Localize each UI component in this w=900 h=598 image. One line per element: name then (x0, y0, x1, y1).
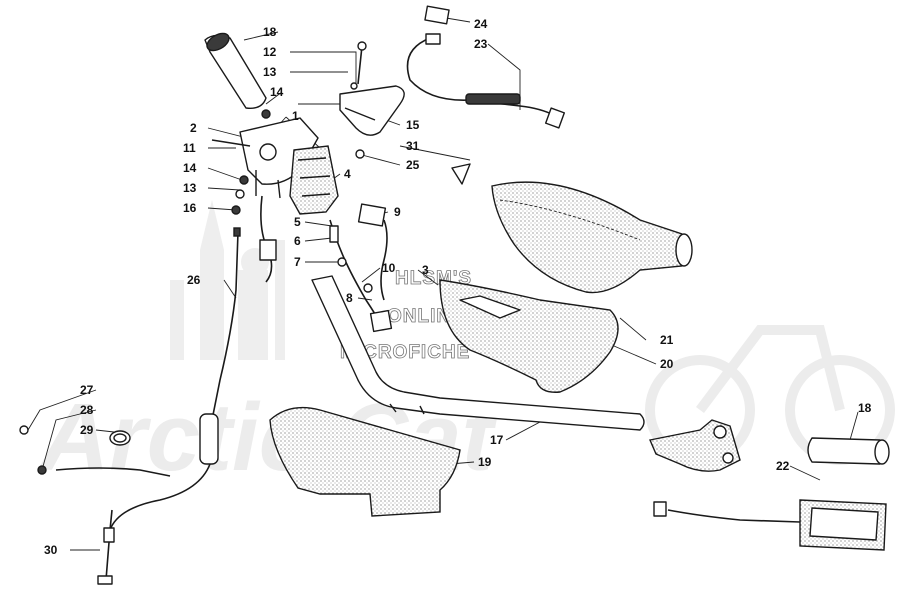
switch-wiring (259, 195, 393, 333)
cable-adjuster-30 (97, 509, 115, 585)
callout-19: 19 (478, 455, 492, 469)
callout-21: 21 (660, 333, 674, 347)
switch-housing (289, 145, 339, 215)
callout-4: 4 (344, 167, 351, 181)
callout-14b: 14 (183, 161, 197, 175)
callout-29: 29 (80, 423, 94, 437)
callout-10: 10 (382, 261, 396, 275)
washer-14 (239, 175, 249, 185)
washer-13 (235, 189, 245, 199)
throttle-cable-26 (55, 227, 241, 531)
callout-11: 11 (183, 141, 196, 155)
callout-13: 13 (263, 65, 277, 79)
nut-16 (231, 205, 241, 215)
watermark-line-3: MICROFICHE (340, 342, 470, 363)
cable-end-27 (19, 425, 47, 475)
callout-25: 25 (406, 158, 420, 172)
callout-20: 20 (660, 357, 674, 371)
left-hand-grip (204, 32, 267, 109)
lever-bolt (357, 41, 367, 85)
callout-8: 8 (346, 291, 353, 305)
callout-1: 1 (292, 109, 299, 123)
screw-25 (355, 149, 365, 159)
callout-30: 30 (44, 543, 58, 557)
callout-18: 18 (263, 25, 277, 39)
heater-wire-23 (406, 33, 566, 129)
callout-7: 7 (294, 255, 301, 269)
callout-14: 14 (270, 85, 284, 99)
spring-clip-29 (109, 430, 131, 446)
handlebar-pad-20 (439, 279, 619, 393)
watermark-skyline (170, 200, 285, 360)
callout-16: 16 (183, 201, 197, 215)
brake-lever (339, 85, 405, 136)
handlebar (311, 275, 645, 431)
callout-22: 22 (776, 459, 790, 473)
callout-18b: 18 (858, 401, 872, 415)
callout-31: 31 (406, 139, 420, 153)
callout-12: 12 (263, 45, 277, 59)
handlebar-pad-19 (269, 406, 461, 517)
lever-washer (350, 82, 358, 90)
callout-13b: 13 (183, 181, 197, 195)
callout-3: 3 (422, 263, 429, 277)
callout-17: 17 (490, 433, 504, 447)
callout-28: 28 (80, 403, 94, 417)
grip-heater-22 (653, 499, 887, 551)
callout-6: 6 (294, 234, 301, 248)
callout-24: 24 (474, 17, 488, 31)
callout-27: 27 (80, 383, 94, 397)
banjo-bolt-11 (211, 139, 251, 147)
cable-clip-31 (451, 163, 471, 185)
right-hand-grip (807, 437, 890, 465)
handlebar-pad-21 (491, 181, 693, 294)
callout-labels: 18 12 13 14 1 2 11 14 13 16 15 31 25 4 2… (44, 17, 872, 557)
callout-5: 5 (294, 215, 301, 229)
throttle-assembly (649, 419, 741, 472)
lever-nut-14 (261, 109, 271, 119)
callout-9: 9 (394, 205, 401, 219)
callout-23: 23 (474, 37, 488, 51)
callout-15: 15 (406, 118, 420, 132)
callout-26: 26 (187, 273, 201, 287)
plug-24 (424, 5, 450, 25)
callout-2: 2 (190, 121, 197, 135)
